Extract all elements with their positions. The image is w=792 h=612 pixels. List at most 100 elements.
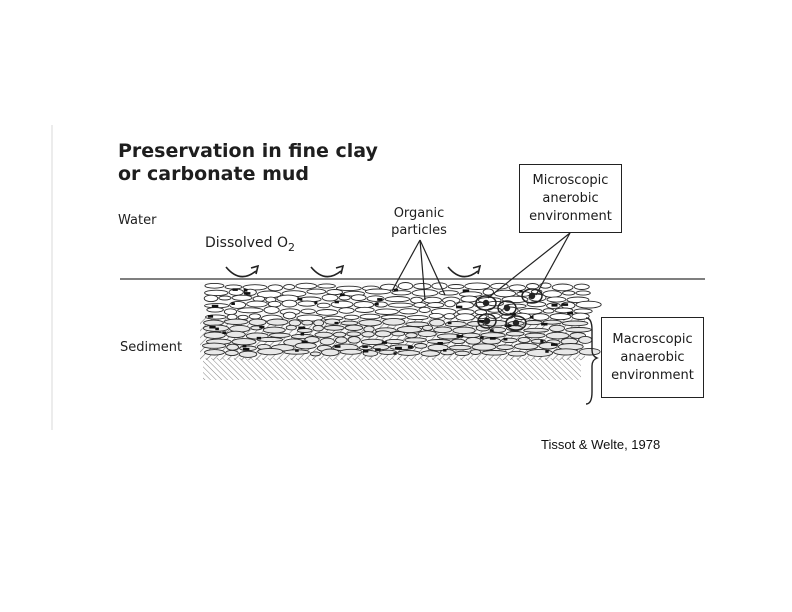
clay-grain xyxy=(360,338,385,346)
organic-particle xyxy=(479,336,484,339)
clay-grain xyxy=(297,300,317,307)
clay-grain xyxy=(267,300,282,308)
macro-line-1: Macroscopic xyxy=(612,331,693,347)
organic-particle xyxy=(259,325,265,329)
clay-grain xyxy=(465,336,482,345)
clay-grain xyxy=(549,313,572,321)
organic-pointer-lines xyxy=(391,239,446,301)
clay-grain xyxy=(428,312,444,319)
clay-grain xyxy=(517,336,531,344)
organic-line-1: Organic xyxy=(393,206,445,221)
clay-grain xyxy=(422,324,434,331)
organic-particle xyxy=(242,344,247,348)
clay-grain xyxy=(237,307,264,314)
clay-grain xyxy=(263,306,280,314)
organic-particle xyxy=(314,301,318,304)
o2-arrowhead-icon xyxy=(335,264,345,275)
clay-grain xyxy=(404,337,427,343)
clay-grain xyxy=(565,327,592,333)
clay-grain xyxy=(496,344,514,350)
citation: Tissot & Welte, 1978 xyxy=(541,437,661,452)
clay-grain xyxy=(526,283,540,290)
clay-grain xyxy=(300,308,316,314)
organic-particle xyxy=(374,302,379,306)
clay-grain xyxy=(518,308,543,315)
clay-grain xyxy=(420,350,440,357)
clay-grain xyxy=(429,318,445,327)
clay-grain xyxy=(405,332,418,339)
clay-grain xyxy=(374,330,392,338)
organic-particle xyxy=(215,327,219,331)
clay-grain xyxy=(426,302,445,308)
microscopic-box: Microscopic anerobic environment xyxy=(519,164,622,233)
clay-grain xyxy=(562,290,576,296)
clay-grain xyxy=(391,290,412,296)
organic-particle xyxy=(334,300,339,304)
organic-particle xyxy=(232,288,238,291)
clay-grain xyxy=(338,307,355,314)
clay-grain xyxy=(262,326,286,334)
clay-grain xyxy=(281,299,298,308)
clay-grain xyxy=(225,330,246,339)
clay-grain xyxy=(246,300,268,308)
o2-arrow-icon xyxy=(310,266,342,278)
clay-grain xyxy=(361,331,375,338)
clay-grain xyxy=(505,331,525,337)
clay-grain xyxy=(350,294,367,301)
organic-particle xyxy=(456,335,464,338)
organic-particle xyxy=(462,289,470,292)
organic-particle xyxy=(362,345,368,348)
clay-grain xyxy=(321,293,339,302)
clay-grain xyxy=(397,282,414,290)
organic-particle-dots xyxy=(207,288,574,355)
clay-grain xyxy=(526,348,554,357)
micro-line-1: Microscopic xyxy=(532,172,609,188)
clay-grain xyxy=(295,282,318,290)
organic-particle xyxy=(381,341,388,344)
dissolved-o2-label: Dissolved O2 xyxy=(205,235,295,256)
clay-grain xyxy=(575,290,591,296)
macro-brace xyxy=(585,317,599,405)
clay-grain xyxy=(344,324,364,331)
clay-grain xyxy=(317,283,336,289)
clay-grain xyxy=(451,338,466,345)
clay-grain xyxy=(481,350,508,356)
macro-line-3: environment xyxy=(611,367,694,383)
organic-line-2: particles xyxy=(391,223,447,238)
organic-particle xyxy=(256,336,262,340)
water-label: Water xyxy=(118,213,157,228)
clay-grain xyxy=(204,349,225,356)
organic-particle xyxy=(211,304,219,308)
clay-grain xyxy=(413,282,432,290)
organic-particle xyxy=(300,332,305,336)
organic-particle xyxy=(437,342,443,345)
clay-grain xyxy=(464,282,491,290)
clay-grain xyxy=(578,335,593,344)
diagram-title: Preservation in fine clay or carbonate m… xyxy=(118,140,378,186)
clay-grain xyxy=(384,296,411,303)
clay-grain xyxy=(461,332,481,339)
micro-line-2: anerobic xyxy=(542,190,599,206)
organic-particles-label: Organic particles xyxy=(388,205,450,239)
clay-grain xyxy=(414,343,428,349)
clay-grain xyxy=(546,296,567,303)
clay-grain xyxy=(309,351,321,357)
clay-grain xyxy=(226,343,239,351)
organic-particle xyxy=(551,343,558,346)
clay-grain xyxy=(551,283,574,292)
clay-grain xyxy=(448,344,472,351)
clay-grain xyxy=(257,347,284,356)
clay-grain xyxy=(231,338,257,346)
clay-grain xyxy=(321,348,340,357)
clay-grain xyxy=(335,336,348,344)
organic-particle xyxy=(243,289,248,292)
clay-grain xyxy=(332,331,347,338)
clay-grain xyxy=(315,309,339,316)
clay-grain xyxy=(238,350,258,358)
organic-particle xyxy=(489,337,496,340)
clay-grains xyxy=(202,282,602,358)
clay-grain xyxy=(469,349,482,355)
clay-grain xyxy=(204,282,225,289)
organic-particle xyxy=(551,304,558,307)
